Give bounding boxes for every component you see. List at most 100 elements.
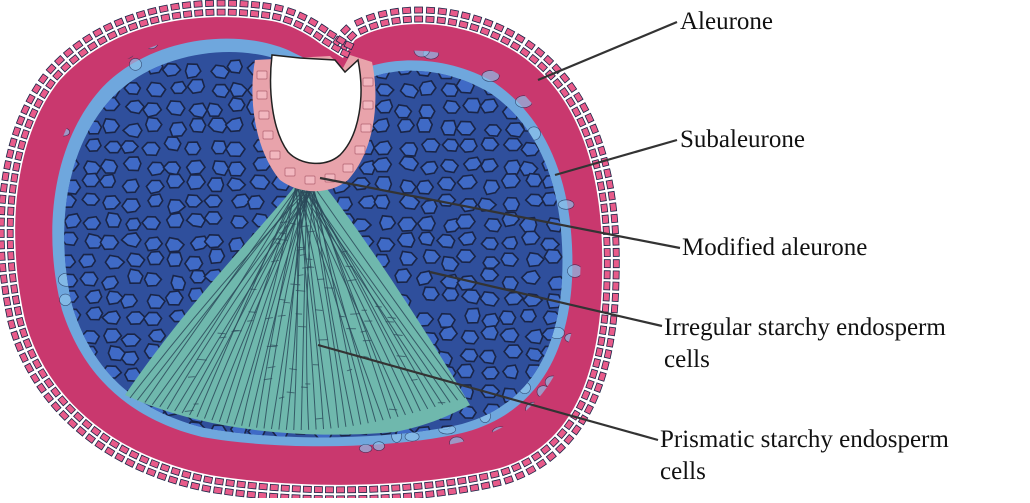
- aleurone-cell: [183, 11, 192, 18]
- prismatic-cross-wall: [317, 279, 324, 280]
- aleurone-cell: [226, 480, 235, 487]
- aleurone-cell: [294, 20, 304, 29]
- aleurone-cell: [609, 327, 616, 336]
- endosperm-cell: [144, 312, 162, 325]
- aleurone-cell: [613, 260, 619, 268]
- aleurone-cell: [4, 161, 11, 170]
- aleurone-cell: [136, 463, 146, 472]
- aleurone-cell: [19, 353, 28, 363]
- aleurone-cell: [146, 468, 156, 477]
- endosperm-cell: [82, 173, 99, 186]
- endosperm-cell: [142, 143, 160, 156]
- endosperm-cell: [122, 352, 139, 365]
- aleurone-cell: [171, 3, 180, 10]
- endosperm-cell: [465, 308, 480, 323]
- aleurone-cell: [390, 8, 399, 15]
- aleurone-cell: [119, 445, 129, 454]
- aleurone-cell: [225, 488, 234, 495]
- endosperm-cell: [398, 218, 417, 232]
- aleurone-cell: [40, 89, 49, 99]
- aleurone-cell: [88, 42, 98, 51]
- aleurone-cell: [529, 54, 539, 64]
- aleurone-cell: [38, 369, 47, 379]
- aleurone-cell: [560, 88, 570, 98]
- aleurone-cell: [595, 348, 603, 357]
- aleurone-cell: [7, 240, 13, 248]
- aleurone-cell: [33, 359, 42, 369]
- aleurone-cell: [304, 25, 314, 34]
- aleurone-cell: [403, 484, 411, 491]
- prismatic-cross-wall: [250, 289, 256, 290]
- aleurone-cell: [426, 7, 434, 13]
- aleurone-cell: [5, 308, 12, 317]
- aleurone-cell: [128, 22, 138, 30]
- aleurone-cell: [483, 19, 493, 27]
- aleurone-cell: [415, 16, 423, 22]
- aleurone-cell: [171, 467, 180, 475]
- aleurone-cell: [228, 9, 236, 15]
- aleurone-cell: [501, 467, 511, 475]
- prismatic-cross-wall: [339, 316, 345, 317]
- aleurone-cell: [0, 252, 5, 260]
- aleurone-cell: [12, 296, 19, 305]
- aleurone-cell: [602, 304, 609, 312]
- aleurone-cell: [259, 483, 267, 490]
- aleurone-cell: [3, 297, 10, 306]
- aleurone-cell: [526, 466, 536, 475]
- aleurone-cell: [8, 196, 15, 205]
- aleurone-cell: [546, 452, 556, 462]
- aleurone-cell: [2, 286, 9, 295]
- aleurone-cell: [159, 5, 168, 12]
- subaleurone-cell: [129, 58, 141, 70]
- aleurone-cell: [574, 92, 583, 102]
- aleurone-cell: [83, 34, 93, 43]
- aleurone-cell: [501, 36, 511, 45]
- aleurone-cell: [0, 263, 6, 272]
- aleurone-cell: [25, 119, 34, 129]
- aleurone-cell: [380, 19, 389, 27]
- aleurone-cell: [125, 14, 135, 22]
- aleurone-cell: [91, 426, 101, 436]
- aleurone-cell: [450, 10, 459, 17]
- aleurone-cell: [46, 64, 56, 74]
- aleurone-cell: [193, 473, 202, 481]
- aleurone-cell: [6, 149, 14, 158]
- aleurone-cell: [250, 10, 259, 17]
- endosperm-cell: [503, 277, 519, 290]
- aleurone-cell: [494, 23, 504, 32]
- aleurone-cell: [511, 463, 521, 472]
- aleurone-cell: [505, 28, 515, 37]
- prismatic-cross-wall: [315, 310, 322, 311]
- aleurone-cell: [612, 293, 618, 301]
- modified-aleurone-cell: [263, 131, 273, 139]
- aleurone-cell: [78, 48, 88, 58]
- prismatic-cross-wall: [301, 387, 308, 388]
- aleurone-cell: [369, 22, 378, 30]
- aleurone-cell: [274, 4, 283, 12]
- prismatic-cross-wall: [375, 306, 381, 307]
- subaleurone-cell: [60, 294, 72, 305]
- aleurone-cell: [7, 229, 13, 237]
- prismatic-cross-wall: [249, 312, 256, 313]
- aleurone-cell: [97, 36, 107, 45]
- label-irregular-starchy-endosperm: Irregular starchy endosperm cells: [664, 312, 946, 376]
- endosperm-cell: [499, 311, 515, 324]
- aleurone-cell: [322, 38, 332, 47]
- aleurone-cell: [414, 492, 423, 498]
- aleurone-cell: [0, 229, 4, 237]
- aleurone-cell: [607, 338, 614, 347]
- aleurone-cell: [611, 214, 618, 223]
- aleurone-cell: [237, 481, 246, 488]
- endosperm-cell: [457, 122, 476, 135]
- aleurone-cell: [604, 271, 610, 279]
- aleurone-cell: [217, 0, 225, 6]
- aleurone-cell: [604, 237, 610, 245]
- aleurone-cell: [541, 445, 551, 455]
- aleurone-cell: [590, 394, 599, 404]
- aleurone-cell: [59, 410, 69, 420]
- aleurone-cell: [182, 2, 191, 9]
- aleurone-cell: [26, 94, 35, 104]
- endosperm-cell: [504, 160, 521, 174]
- aleurone-cell: [11, 331, 19, 340]
